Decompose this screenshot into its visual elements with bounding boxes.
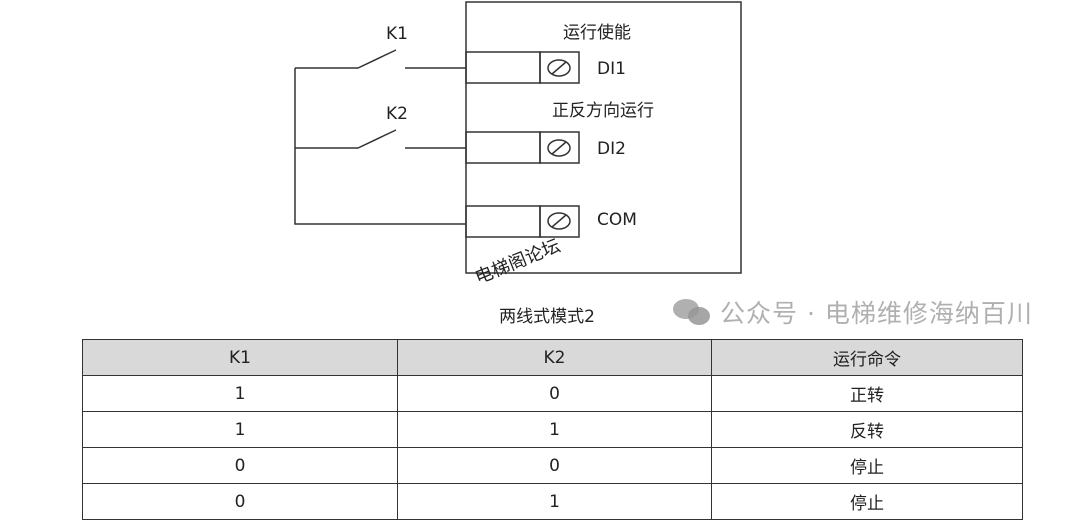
switch-k1-label: K1 [386,24,408,44]
common-wire [294,68,466,225]
cell-k2: 0 [397,447,712,484]
watermark-text: 公众号 · 电梯维修海纳百川 [720,299,1033,328]
cell-k2: 1 [397,411,712,448]
terminal-com [465,205,580,238]
truth-table: K1 K2 运行命令 1 0 正转 1 1 反转 0 0 停止 0 1 停止 [82,339,1023,520]
cell-k2: 1 [397,483,712,520]
cell-k1: 0 [82,483,398,520]
header-k1: K1 [82,339,398,376]
wechat-icon [673,299,710,325]
header-k2: K2 [397,339,712,376]
direction-label: 正反方向运行 [552,101,654,121]
wiring-diagram: K1 K2 运行使能 DI1 正反方向运行 DI2 COM 电梯阁论坛 两线式模… [294,1,742,327]
table-row: 0 0 停止 [82,447,1023,484]
cell-command: 停止 [711,447,1023,484]
table-row: 1 0 正转 [82,375,1023,412]
diagram-watermark: 电梯阁论坛 [472,235,563,288]
cell-command: 反转 [711,411,1023,448]
table-header-row: K1 K2 运行命令 [82,339,1023,376]
cell-k2: 0 [397,375,712,412]
cell-command: 停止 [711,483,1023,520]
cell-command: 正转 [711,375,1023,412]
switch-k2-label: K2 [386,104,408,124]
di1-label: DI1 [597,59,626,79]
switch-k1 [295,49,466,69]
run-enable-label: 运行使能 [563,22,631,43]
terminal-di1 [465,51,580,84]
com-label: COM [597,210,637,230]
wechat-watermark: 公众号 · 电梯维修海纳百川 [672,294,1033,330]
header-command: 运行命令 [711,339,1023,376]
cell-k1: 1 [82,375,398,412]
cell-k1: 1 [82,411,398,448]
cell-k1: 0 [82,447,398,484]
terminal-di2 [465,131,580,164]
table-row: 1 1 反转 [82,411,1023,448]
diagram-caption: 两线式模式2 [499,307,595,327]
switch-k2 [295,129,466,149]
di2-label: DI2 [597,139,626,159]
table-row: 0 1 停止 [82,483,1023,520]
